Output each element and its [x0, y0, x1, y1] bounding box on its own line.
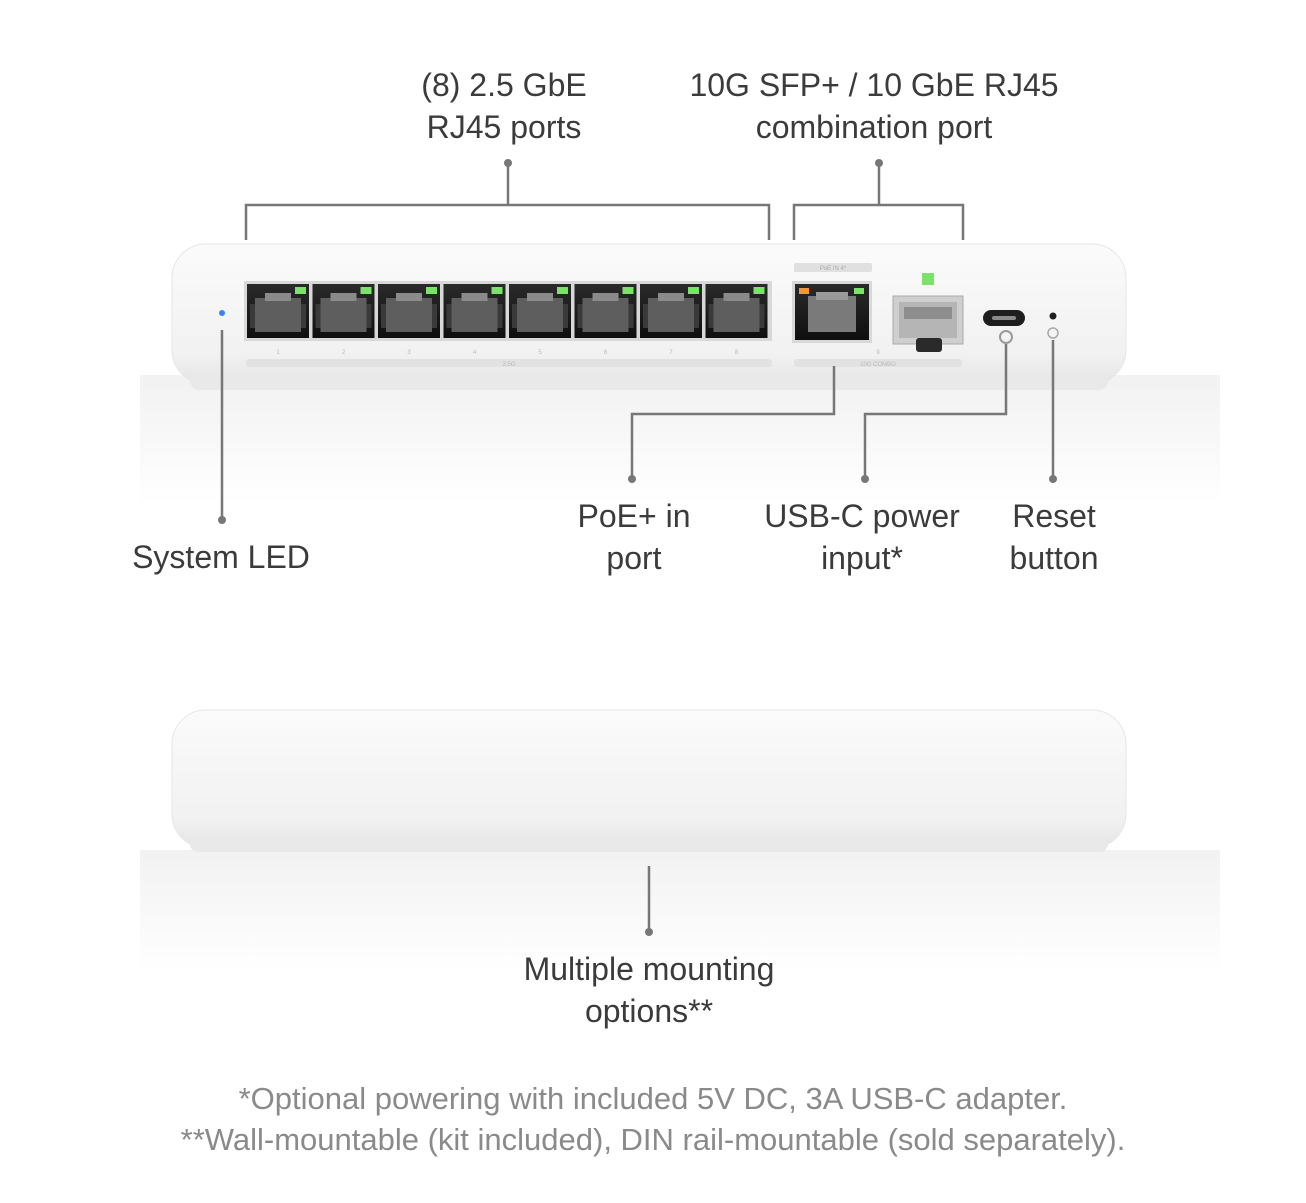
group-bar-10g — [794, 359, 962, 367]
rj45-port — [443, 284, 506, 338]
rj45-port — [509, 284, 571, 338]
footnote-mounting: **Wall-mountable (kit included), DIN rai… — [180, 1122, 1126, 1157]
combo-led-icon — [854, 288, 864, 294]
port-number-label: 6 — [604, 350, 608, 356]
port-led-icon — [295, 287, 306, 294]
callout-dots — [218, 159, 1057, 936]
combo-rj45-port — [792, 281, 872, 343]
port-number-label: 2 — [342, 350, 346, 356]
callout-rj45-ports-line2: RJ45 ports — [426, 109, 582, 145]
port-number-label: 1 — [276, 350, 280, 356]
port-number-label: 7 — [669, 350, 673, 356]
callout-reset-button-line1: Reset — [1012, 498, 1096, 534]
port-led-icon — [426, 287, 437, 294]
rj45-ports-group — [247, 284, 768, 338]
sfp-plus-cage — [892, 273, 964, 352]
callout-rj45-ports-line1: (8) 2.5 GbE — [421, 67, 587, 103]
sfp-led-icon — [922, 273, 934, 285]
callout-mounting-line2: options** — [584, 993, 714, 1029]
port-number-label: 5 — [538, 350, 542, 356]
port-led-icon — [622, 287, 634, 294]
port-led-icon — [491, 287, 503, 294]
port-number-label: 8 — [735, 350, 739, 356]
callout-combo-port-line1: 10G SFP+ / 10 GbE RJ45 — [689, 67, 1059, 103]
callout-reset-button-line2: button — [1009, 540, 1099, 576]
rj45-port — [247, 284, 309, 338]
port-number-labels: 1 2 3 4 5 6 7 8 — [276, 350, 739, 356]
callout-combo-port-line2: combination port — [755, 109, 993, 145]
port-led-icon — [753, 287, 765, 294]
rj45-port — [705, 284, 768, 338]
callout-rj45-ports: (8) 2.5 GbE RJ45 ports — [421, 64, 586, 148]
callout-system-led-line1: System LED — [132, 539, 310, 575]
power-symbol-icon — [999, 330, 1013, 344]
rj45-port — [574, 284, 637, 338]
callout-system-led: System LED — [132, 536, 310, 578]
callout-usbc-power: USB-C power input* — [764, 495, 960, 579]
rj45-port — [640, 284, 702, 338]
switch-front-view: 2.5G 10G COMBO 1 2 3 4 5 6 7 8 PoE IN 4* 9 — [140, 243, 1220, 505]
poe-led-icon — [799, 288, 809, 294]
callout-usbc-power-line1: USB-C power — [764, 498, 960, 534]
port-led-icon — [360, 287, 372, 294]
callout-mounting-line1: Multiple mounting — [523, 951, 775, 987]
switch-top-view — [140, 709, 1220, 970]
reset-symbol-icon — [1047, 327, 1059, 339]
reset-button-icon — [1049, 312, 1057, 320]
footnotes: *Optional powering with included 5V DC, … — [0, 1078, 1306, 1160]
port-led-icon — [688, 287, 699, 294]
callout-lines — [220, 165, 1055, 932]
callout-combo-port: 10G SFP+ / 10 GbE RJ45 combination port — [689, 64, 1058, 148]
port-number-label: 3 — [407, 350, 411, 356]
footnote-power: *Optional powering with included 5V DC, … — [238, 1081, 1068, 1116]
callout-mounting: Multiple mounting options** — [524, 948, 775, 1032]
callout-poe-in-line1: PoE+ in — [577, 498, 691, 534]
port-number-label: 4 — [473, 350, 477, 356]
callout-usbc-power-line2: input* — [821, 540, 903, 576]
callout-reset-button: Reset button — [1010, 495, 1099, 579]
port-led-icon — [557, 287, 568, 294]
system-led-icon — [219, 310, 225, 316]
poe-in-tag: PoE IN 4* — [820, 266, 847, 272]
rj45-port — [378, 284, 440, 338]
group-bar-2-5g — [246, 359, 772, 367]
group-label-2-5g: 2.5G — [502, 362, 515, 368]
callout-poe-in-line2: port — [606, 540, 662, 576]
combo-port-number: 9 — [876, 350, 880, 356]
group-label-10g: 10G COMBO — [860, 362, 896, 368]
callout-poe-in: PoE+ in port — [578, 495, 691, 579]
rj45-port — [312, 284, 375, 338]
